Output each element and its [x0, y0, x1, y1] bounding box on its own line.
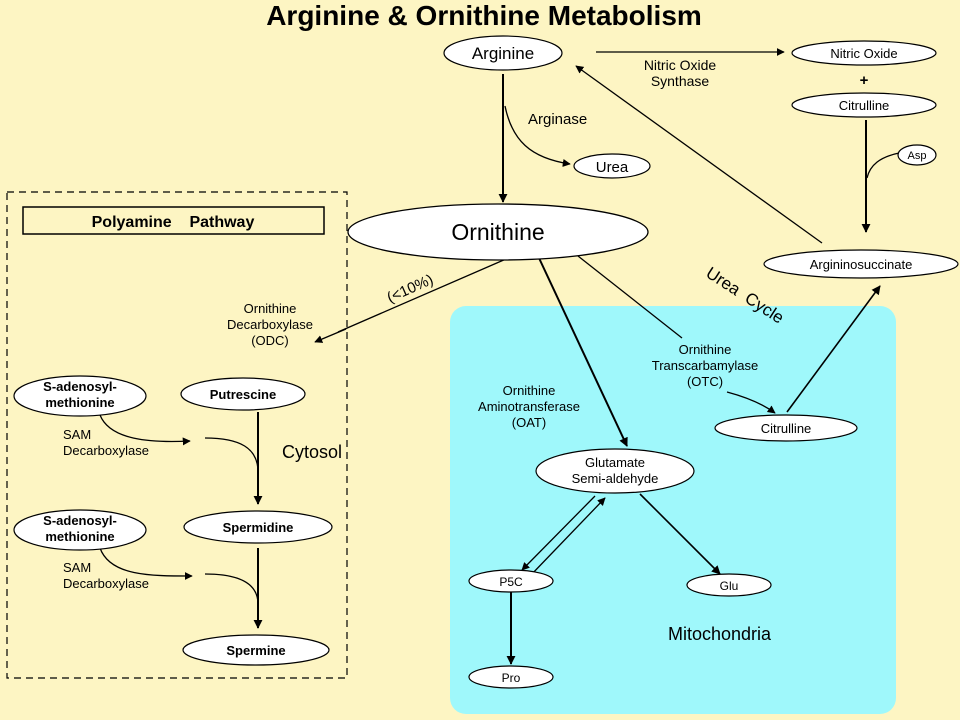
svg-text:Ornithine: Ornithine [451, 219, 544, 245]
svg-text:Pro: Pro [502, 671, 521, 685]
svg-text:Semi-aldehyde: Semi-aldehyde [572, 471, 659, 486]
label-nos-line1: Nitric Oxide [644, 57, 717, 73]
polyamine-pathway-label: Polyamine Pathway [92, 214, 255, 231]
node-argininosuccinate: Argininosuccinate [763, 249, 959, 279]
svg-text:S-adenosyl-: S-adenosyl- [43, 513, 117, 528]
label-odc-line1: Ornithine [244, 301, 297, 316]
arrow-sam1 [99, 414, 191, 446]
label-otc-line1: Ornithine [679, 342, 732, 357]
node-citrulline-mito: Citrulline [714, 414, 858, 442]
svg-text:Citrulline: Citrulline [839, 98, 890, 113]
node-putrescine: Putrescine [180, 377, 306, 411]
node-p5c: P5C [468, 569, 554, 593]
node-asp: Asp [897, 144, 937, 166]
line-ornithine-otc [577, 255, 683, 339]
polyamine-pathway-box [22, 206, 325, 235]
arrow-p5c-glutamate [529, 497, 606, 577]
svg-text:Nitric Oxide: Nitric Oxide [830, 46, 897, 61]
asp-branch [866, 152, 900, 179]
node-urea: Urea [573, 153, 651, 179]
arrow-argininosuccinate-arginine [575, 65, 823, 244]
node-glutamate-semialdehyde: Glutamate Semi-aldehyde [535, 448, 695, 494]
arrow-glutamate-p5c [521, 495, 596, 571]
arrow-glutamate-glu [639, 493, 721, 575]
svg-text:P5C: P5C [499, 575, 523, 589]
node-spermine: Spermine [182, 634, 330, 666]
arrow-arginase-urea [504, 105, 571, 167]
arrow-ornithine-glutamate [538, 257, 628, 447]
svg-text:methionine: methionine [45, 529, 114, 544]
label-samdc1-line1: SAM [63, 427, 91, 442]
node-citrulline-top: Citrulline [791, 92, 937, 118]
svg-text:Urea: Urea [596, 159, 629, 176]
arrow-sam1-join [204, 437, 259, 473]
svg-text:Glutamate: Glutamate [585, 455, 645, 470]
label-samdc1-line2: Decarboxylase [63, 443, 149, 458]
arrow-sam2-join [204, 573, 259, 605]
arrow-odc-putrescine [314, 328, 347, 343]
svg-text:Spermine: Spermine [226, 643, 285, 658]
svg-text:Spermidine: Spermidine [223, 520, 294, 535]
label-mitochondria: Mitochondria [668, 624, 772, 644]
label-otc-line3: (OTC) [687, 374, 723, 389]
plus-sign: + [860, 72, 869, 89]
label-samdc2-line1: SAM [63, 560, 91, 575]
svg-text:methionine: methionine [45, 395, 114, 410]
svg-text:Putrescine: Putrescine [210, 387, 276, 402]
label-cytosol: Cytosol [282, 442, 342, 462]
label-oat-line3: (OAT) [512, 415, 546, 430]
svg-text:Citrulline: Citrulline [761, 421, 812, 436]
page-title: Arginine & Ornithine Metabolism [266, 0, 702, 31]
arrow-citrulline-argininosuccinate-mito [786, 285, 881, 413]
arrow-otc-citrulline [726, 391, 776, 414]
svg-text:Asp: Asp [908, 150, 927, 162]
svg-text:Glu: Glu [720, 579, 739, 593]
arrow-sam2 [99, 547, 193, 580]
node-arginine: Arginine [443, 35, 563, 71]
label-samdc2-line2: Decarboxylase [63, 576, 149, 591]
label-odc-line2: Decarboxylase [227, 317, 313, 332]
node-sam-2: S-adenosyl- methionine [13, 509, 147, 551]
svg-text:S-adenosyl-: S-adenosyl- [43, 379, 117, 394]
mitochondria-region [450, 306, 896, 714]
line-ornithine-odc [337, 258, 507, 333]
node-pro: Pro [468, 665, 554, 689]
node-sam-1: S-adenosyl- methionine [13, 375, 147, 417]
label-arginase: Arginase [528, 111, 587, 128]
node-ornithine: Ornithine [347, 203, 649, 261]
node-nitric-oxide: Nitric Oxide [791, 40, 937, 66]
svg-text:Argininosuccinate: Argininosuccinate [810, 257, 913, 272]
label-oat-line1: Ornithine [503, 383, 556, 398]
label-otc-line2: Transcarbamylase [652, 358, 758, 373]
label-nos-line2: Synthase [651, 73, 710, 89]
label-odc-line3: (ODC) [251, 333, 289, 348]
node-glu: Glu [686, 573, 772, 597]
label-oat-line2: Aminotransferase [478, 399, 580, 414]
polyamine-region [6, 191, 348, 679]
node-spermidine: Spermidine [183, 510, 333, 544]
svg-text:Arginine: Arginine [472, 44, 534, 63]
